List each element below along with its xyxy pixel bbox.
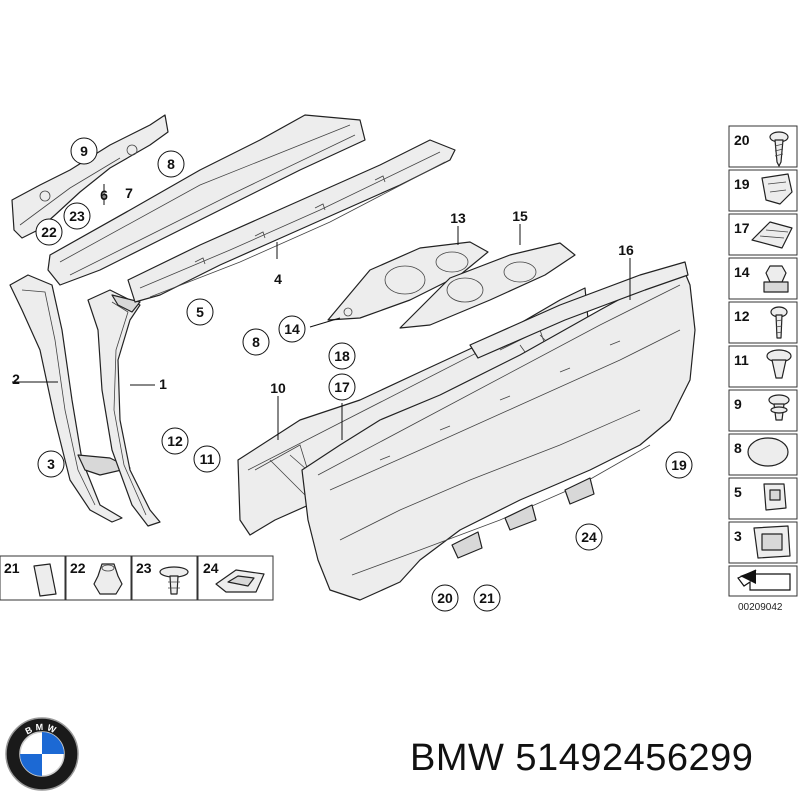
reference-code: 00209042	[738, 602, 783, 613]
svg-text:11: 11	[200, 451, 215, 467]
callout-11: 11	[193, 445, 221, 473]
svg-text:21: 21	[479, 590, 495, 606]
mount-plate-icon	[753, 525, 791, 559]
bmw-logo: BMW	[5, 717, 79, 791]
svg-text:1: 1	[159, 376, 167, 392]
callout-14: 14	[278, 315, 306, 343]
callout-7: 7	[125, 185, 133, 201]
leader-lines	[12, 184, 631, 440]
svg-text:20: 20	[437, 590, 453, 606]
callout-3: 3	[37, 450, 65, 478]
bottom-label-24: 24	[203, 560, 219, 576]
svg-text:3: 3	[47, 456, 55, 472]
callout-4: 4	[274, 271, 282, 287]
svg-text:8: 8	[167, 156, 175, 172]
spring-clip-icon	[761, 173, 793, 205]
foam-pad-icon	[33, 563, 57, 597]
svg-text:6: 6	[100, 187, 108, 203]
svg-text:17: 17	[334, 379, 350, 395]
svg-text:19: 19	[671, 457, 687, 473]
cover-pad-icon	[215, 569, 265, 593]
holder-clip-icon	[763, 483, 787, 511]
callout-8-mid: 8	[242, 328, 270, 356]
bottom-label-21: 21	[4, 560, 20, 576]
callout-9: 9	[70, 137, 98, 165]
svg-text:13: 13	[450, 210, 466, 226]
part-13-cover	[327, 241, 489, 321]
callout-20: 20	[431, 584, 459, 612]
side-label-5: 5	[734, 484, 742, 500]
callout-15: 15	[512, 208, 528, 224]
callout-2: 2	[12, 371, 20, 387]
callout-23: 23	[63, 202, 91, 230]
callout-17: 17	[328, 373, 356, 401]
svg-text:9: 9	[80, 143, 88, 159]
bottom-parts-panel: 21 22 23 24	[0, 555, 274, 601]
part-4-trim-strip	[127, 139, 456, 303]
callout-19: 19	[665, 451, 693, 479]
side-label-8: 8	[734, 440, 742, 456]
callout-24: 24	[575, 523, 603, 551]
callout-5: 5	[186, 298, 214, 326]
expanding-nut-icon	[763, 265, 789, 293]
svg-text:10: 10	[270, 380, 286, 396]
svg-text:8: 8	[252, 334, 260, 350]
svg-text:22: 22	[41, 224, 57, 240]
svg-text:4: 4	[274, 271, 282, 287]
callout-10: 10	[270, 380, 286, 396]
logo-text: BMW	[24, 722, 58, 737]
svg-text:BMW: BMW	[24, 722, 61, 737]
clip-nut-icon	[751, 221, 793, 249]
grommet-icon	[93, 563, 123, 595]
part-1-pillar-trim	[87, 289, 161, 527]
svg-text:7: 7	[125, 185, 133, 201]
callout-13: 13	[450, 210, 466, 226]
svg-text:12: 12	[167, 433, 183, 449]
callout-1: 1	[159, 376, 167, 392]
side-label-14: 14	[734, 264, 750, 280]
side-label-17: 17	[734, 220, 750, 236]
page-caption: BMW 51492456299	[410, 737, 754, 779]
callout-18: 18	[328, 342, 356, 370]
side-parts-panel: 20 19 17 14 12 11 9 8 5 3	[728, 125, 798, 613]
part-15-cover	[399, 242, 576, 329]
svg-text:16: 16	[618, 242, 634, 258]
callout-8-top: 8	[157, 150, 185, 178]
blind-plug-icon	[747, 437, 789, 467]
expanding-rivet-icon	[766, 349, 792, 379]
svg-text:23: 23	[69, 208, 85, 224]
svg-text:2: 2	[12, 371, 20, 387]
svg-text:15: 15	[512, 208, 528, 224]
fillister-screw-icon	[770, 306, 788, 339]
side-label-20: 20	[734, 132, 750, 148]
bottom-label-22: 22	[70, 560, 86, 576]
part-2-pillar-trim	[9, 274, 131, 523]
callout-16: 16	[618, 242, 634, 258]
part-24-tailgate-trim	[301, 267, 696, 601]
side-label-12: 12	[734, 308, 750, 324]
side-label-9: 9	[734, 396, 742, 412]
svg-text:18: 18	[334, 348, 350, 364]
part-16-top-strip	[469, 261, 689, 359]
side-label-11: 11	[734, 352, 749, 368]
side-label-19: 19	[734, 176, 750, 192]
arrow-icon	[737, 569, 791, 591]
svg-text:24: 24	[581, 529, 597, 545]
push-clip-icon	[768, 394, 790, 421]
callout-12: 12	[161, 427, 189, 455]
side-label-3: 3	[734, 528, 742, 544]
part-upper-trim-panel	[47, 114, 366, 286]
callout-22: 22	[35, 218, 63, 246]
svg-text:14: 14	[284, 321, 300, 337]
svg-text:5: 5	[196, 304, 204, 320]
callout-21: 21	[473, 584, 501, 612]
fir-tree-clip-icon	[159, 566, 189, 595]
callout-6: 6	[100, 187, 108, 203]
bottom-label-23: 23	[136, 560, 152, 576]
screw-icon	[769, 131, 789, 167]
